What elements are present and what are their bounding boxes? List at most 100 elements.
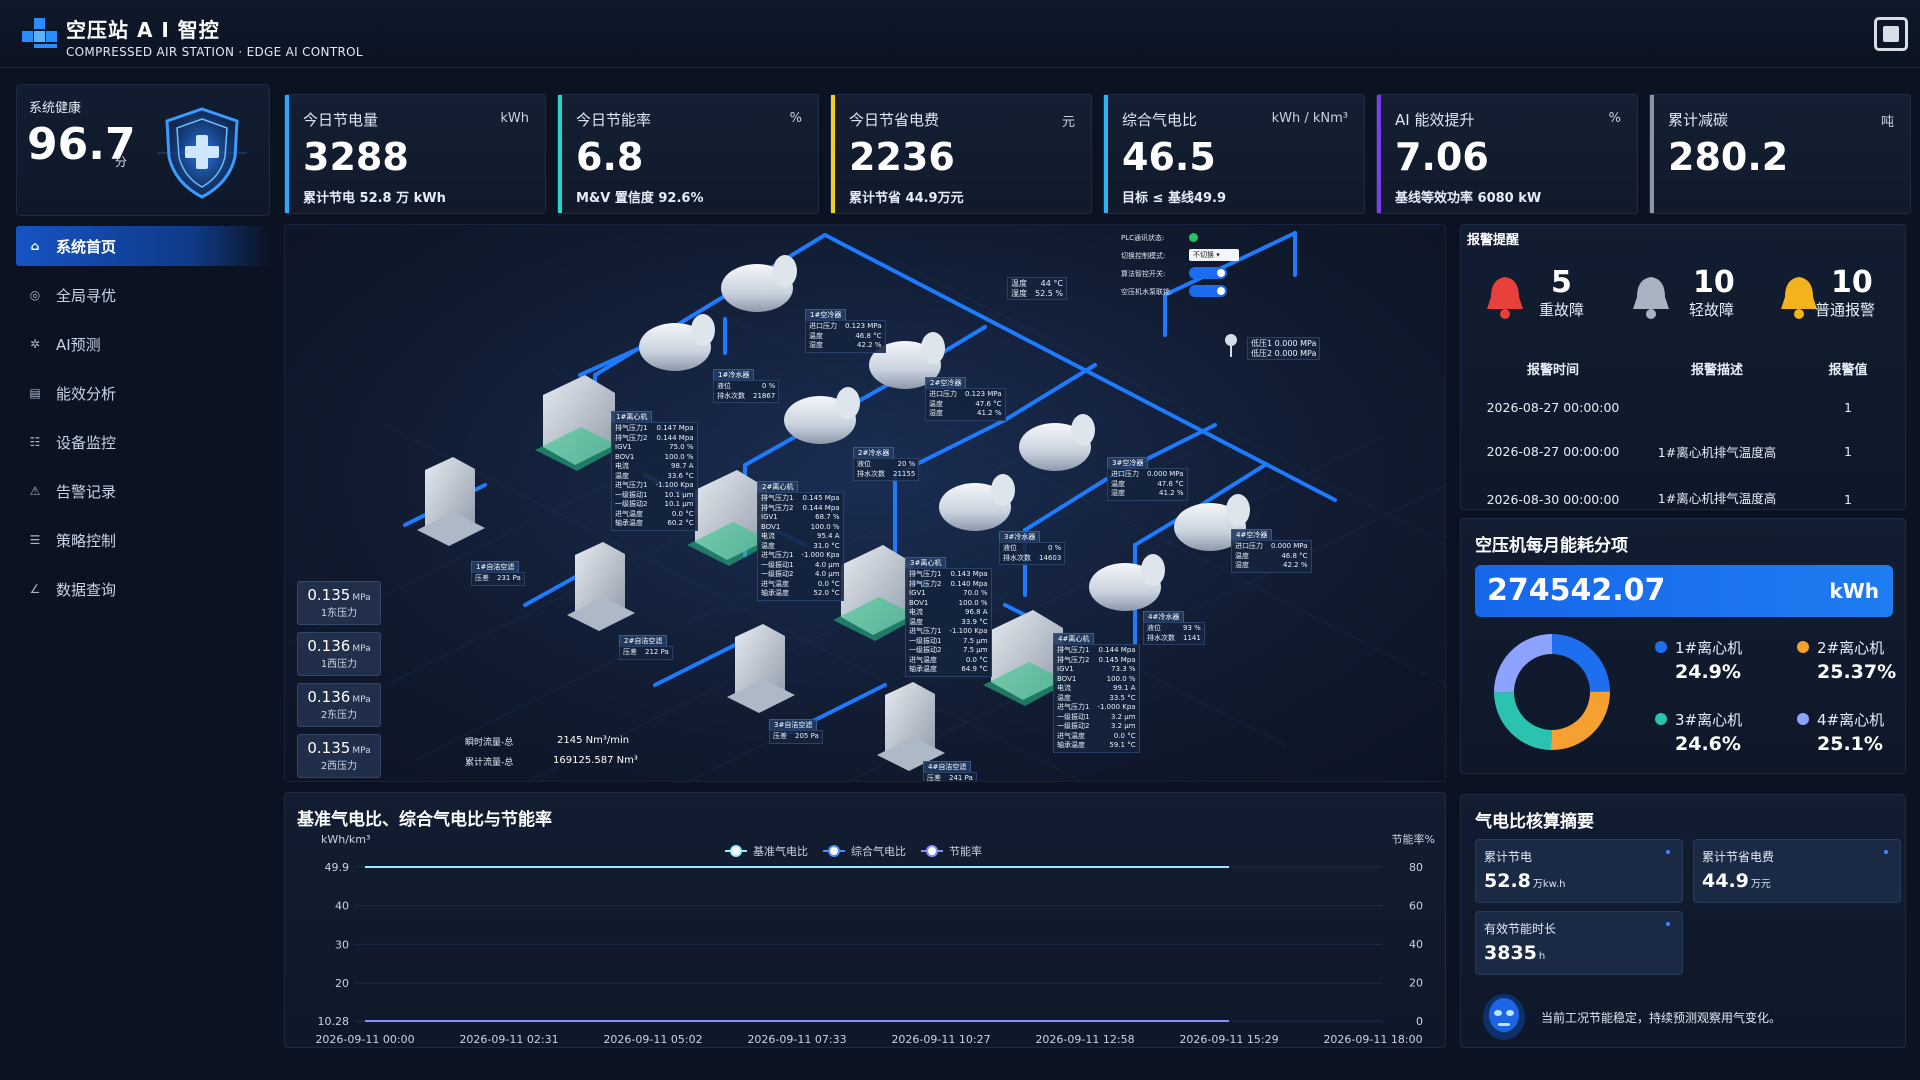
kpi-value: 6.8 — [576, 135, 644, 179]
compressor-tag-label: 电流 — [761, 532, 775, 540]
plc-status-dot — [1189, 233, 1198, 242]
dryer-tag-value: 42.2 % — [857, 341, 882, 349]
x-tick-label: 2026-09-11 15:29 — [1179, 1033, 1278, 1046]
low-pressure-value: 0.000 MPa — [1274, 339, 1317, 348]
legend-marker[interactable] — [828, 845, 840, 857]
x-tick-label: 2026-09-11 07:33 — [747, 1033, 846, 1046]
tank-tag-label: 排水次数 — [857, 469, 885, 478]
donut-slice[interactable] — [1494, 634, 1552, 693]
legend-marker[interactable] — [730, 845, 742, 857]
compressor-tag-label: 排气压力2 — [615, 433, 648, 442]
fullscreen-icon[interactable] — [1874, 17, 1908, 51]
compressor-tag-label: BOV1 — [909, 598, 929, 607]
self-cleaning-filter — [877, 682, 945, 771]
kpi-sub: 累计节省 44.9万元 — [849, 191, 964, 206]
sidebar-item-ai-predict[interactable]: ✲ AI预测 — [16, 324, 270, 364]
legend-dot — [1655, 641, 1667, 653]
alarm-kind-severe: 重故障 — [1539, 301, 1585, 319]
env-hum-value: 52.5 % — [1035, 288, 1063, 298]
compressor-tag-value: 4.0 μm — [814, 570, 840, 578]
kpi-label: 今日节省电费 — [849, 111, 940, 129]
pump-interlock-toggle[interactable] — [1189, 285, 1227, 297]
alarm-time: 2026-08-30 00:00:00 — [1486, 492, 1620, 507]
alarm-count-normal: 10 — [1831, 265, 1873, 300]
table-row[interactable]: 2026-08-27 00:00:00 1 — [1475, 385, 1893, 429]
compressor-tag-label: IGV1 — [1057, 665, 1074, 673]
tank-tag-label: 排水次数 — [717, 391, 745, 400]
switch-mode-select[interactable]: 不切换 ▾ — [1189, 249, 1239, 261]
tank-tag-value: 21867 — [753, 391, 776, 400]
pressure-unit: MPa — [352, 644, 371, 654]
sidebar-item-device-monitor[interactable]: ☷ 设备监控 — [16, 422, 270, 462]
energy-title: 空压机每月能耗分项 — [1475, 536, 1628, 556]
algo-control-toggle[interactable] — [1189, 267, 1227, 279]
donut-slice[interactable] — [1552, 634, 1610, 692]
kpi-card-saving-rate: 今日节能率 % 6.8 M&V 置信度 92.6% — [557, 94, 819, 214]
compressor-tag-label: 电流 — [909, 608, 923, 616]
sidebar-item-home[interactable]: ⌂ 系统首页 — [16, 226, 270, 266]
compressor-tag-label: 一级振动1 — [761, 560, 794, 569]
air-tank — [639, 314, 715, 371]
env-hum-label: 湿度 — [1011, 288, 1027, 298]
top-header: 空压站 A I 智控 COMPRESSED AIR STATION · EDGE… — [0, 0, 1920, 68]
donut-slice[interactable] — [1550, 691, 1610, 750]
algo-control-label: 算法智控开关: — [1121, 270, 1166, 278]
ai-robot-icon — [1483, 994, 1525, 1040]
table-row[interactable]: 2026-08-30 00:00:00 1#离心机排气温度高 1 — [1475, 473, 1893, 507]
x-tick-label: 2026-09-11 12:58 — [1035, 1033, 1134, 1046]
low-pressure-label: 低压2 — [1251, 348, 1273, 358]
sidebar-item-strategy[interactable]: ☰ 策略控制 — [16, 520, 270, 560]
compressor-tag-value: 100.0 % — [810, 522, 840, 531]
air-tank — [721, 255, 797, 312]
donut-slice[interactable] — [1494, 692, 1552, 750]
energy-donut-chart — [1494, 634, 1610, 750]
compressor-tag-label: IGV1 — [761, 513, 778, 521]
alarm-time: 2026-08-27 00:00:00 — [1486, 443, 1620, 459]
kpi-accent-bar — [831, 95, 835, 213]
shield-icon — [157, 107, 247, 199]
compressor-tag-value: -1.100 Kpa — [655, 481, 694, 489]
legend-marker[interactable] — [926, 845, 938, 857]
compressor-tag-value: 33.6 °C — [667, 471, 694, 480]
dryer-tag-label: 进口压力 — [1111, 470, 1139, 478]
switch-mode-value: 不切换 — [1193, 251, 1214, 259]
bell-icon-normal — [1781, 277, 1817, 319]
pressure-name: 1西压力 — [320, 659, 358, 670]
centrifugal-compressor — [687, 470, 773, 566]
dryer-tag-label: 湿度 — [1235, 561, 1249, 569]
compressor-tag-value: 0.147 Mpa — [656, 424, 694, 432]
compressor-tag-title: 2#离心机 — [757, 481, 799, 493]
dryer-tag-value: 0.123 MPa — [845, 322, 882, 330]
kpi-unit: kWh / kNm³ — [1271, 111, 1348, 126]
kpi-sub: M&V 置信度 92.6% — [576, 191, 704, 206]
filter-tag-value: 231 Pa — [497, 574, 521, 582]
summary-title: 气电比核算摘要 — [1475, 812, 1594, 832]
energy-total-value: 274542.07 — [1487, 573, 1666, 608]
centrifugal-compressor — [535, 375, 621, 471]
dryer-tag-value: 47.6 °C — [1157, 479, 1184, 488]
sidebar-item-efficiency[interactable]: ▤ 能效分析 — [16, 373, 270, 413]
sidebar-item-global-optimize[interactable]: ◎ 全局寻优 — [16, 275, 270, 315]
compressor-tag-label: 进气压力1 — [909, 627, 942, 635]
y-tick-label: 30 — [335, 938, 349, 951]
dryer-tag-label: 进口压力 — [929, 390, 957, 398]
legend-label: 基准气电比 — [753, 844, 808, 858]
sidebar-item-alarm-log[interactable]: ⚠ 告警记录 — [16, 471, 270, 511]
compressor-tag-label: 进气压力1 — [761, 551, 794, 559]
dryer-tag-label: 湿度 — [929, 409, 943, 417]
compressor-tag-value: 100.0 % — [958, 598, 988, 607]
y2-axis-label: 节能率% — [1392, 832, 1435, 846]
summary-card-label: 累计节省电费 — [1702, 850, 1775, 864]
compressor-tag-value: 33.5 °C — [1109, 693, 1136, 702]
sidebar-item-data-query[interactable]: ∠ 数据查询 — [16, 569, 270, 609]
tank-tag-label: 排水次数 — [1147, 633, 1175, 642]
table-row[interactable]: 2026-08-27 00:00:00 1#离心机排气温度高 1 — [1475, 429, 1893, 473]
compressor-tag-value: 75.0 % — [669, 443, 694, 451]
